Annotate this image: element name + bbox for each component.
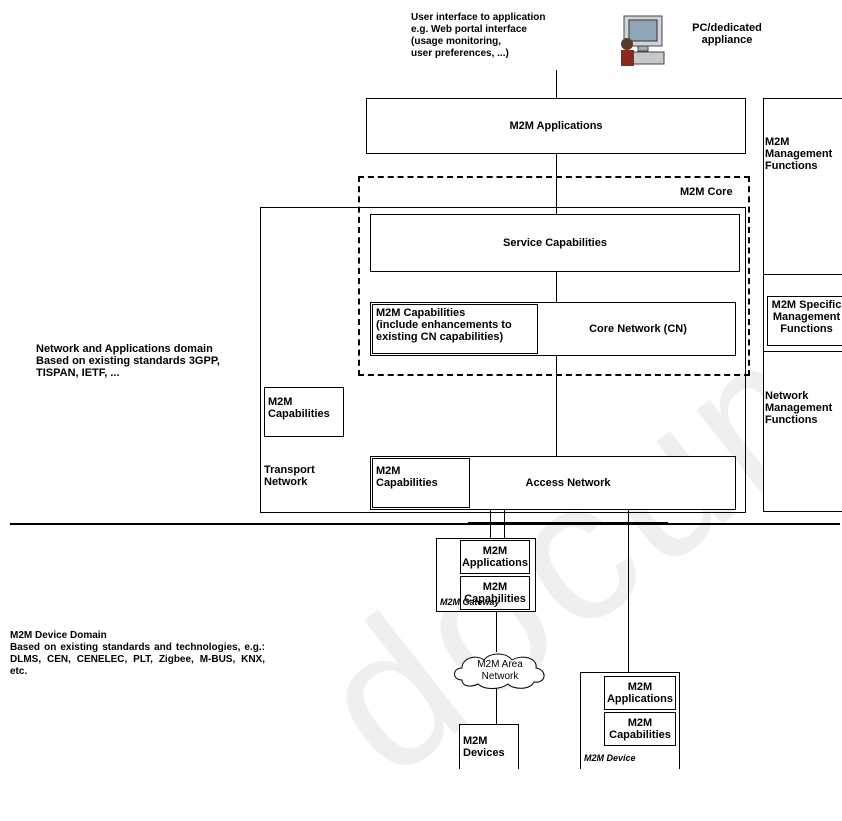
- gateway-applications-box: M2M Applications: [460, 540, 530, 574]
- device-capabilities-box: M2M Capabilities: [604, 712, 676, 746]
- m2m-management-functions: M2M Management Functions: [765, 136, 842, 172]
- m2m-area-network-label: M2M Area Network: [456, 659, 544, 683]
- user-interface-note: User interface to application e.g. Web p…: [411, 12, 601, 60]
- m2m-core-label: M2M Core: [680, 186, 733, 198]
- network-management-functions: Network Management Functions: [765, 390, 842, 426]
- connector-gateway-to-cloud: [496, 612, 497, 652]
- pc-label: PC/dedicated appliance: [682, 22, 772, 46]
- transport-network-label: Transport Network: [264, 464, 334, 488]
- device-applications-box: M2M Applications: [604, 676, 676, 710]
- network-applications-domain: Network and Applications domain Based on…: [36, 343, 256, 379]
- pc-icon: [620, 14, 668, 70]
- m2m-capabilities-core: M2M Capabilities (include enhancements t…: [372, 304, 538, 354]
- m2m-gateway-label: M2M Gateway: [440, 596, 500, 608]
- service-capabilities-box: Service Capabilities: [370, 214, 740, 272]
- m2m-capabilities-access: M2M Capabilities: [372, 458, 470, 508]
- domain-divider: [10, 523, 840, 525]
- m2m-applications-box: M2M Applications: [366, 98, 746, 154]
- m2m-device-label: M2M Device: [584, 752, 636, 764]
- m2m-devices-box: M2M Devices: [459, 724, 519, 769]
- m2m-specific-management-functions: M2M Specific Management Functions: [767, 296, 842, 346]
- connector-device-vertical: [628, 510, 629, 672]
- access-network-label: Access Network: [470, 456, 666, 510]
- core-network-label: Core Network (CN): [540, 302, 736, 356]
- m2m-capabilities-transport: M2M Capabilities: [264, 387, 344, 437]
- m2m-device-domain: M2M Device Domain Based on existing stan…: [10, 630, 265, 678]
- connector-pc-to-apps: [556, 70, 557, 98]
